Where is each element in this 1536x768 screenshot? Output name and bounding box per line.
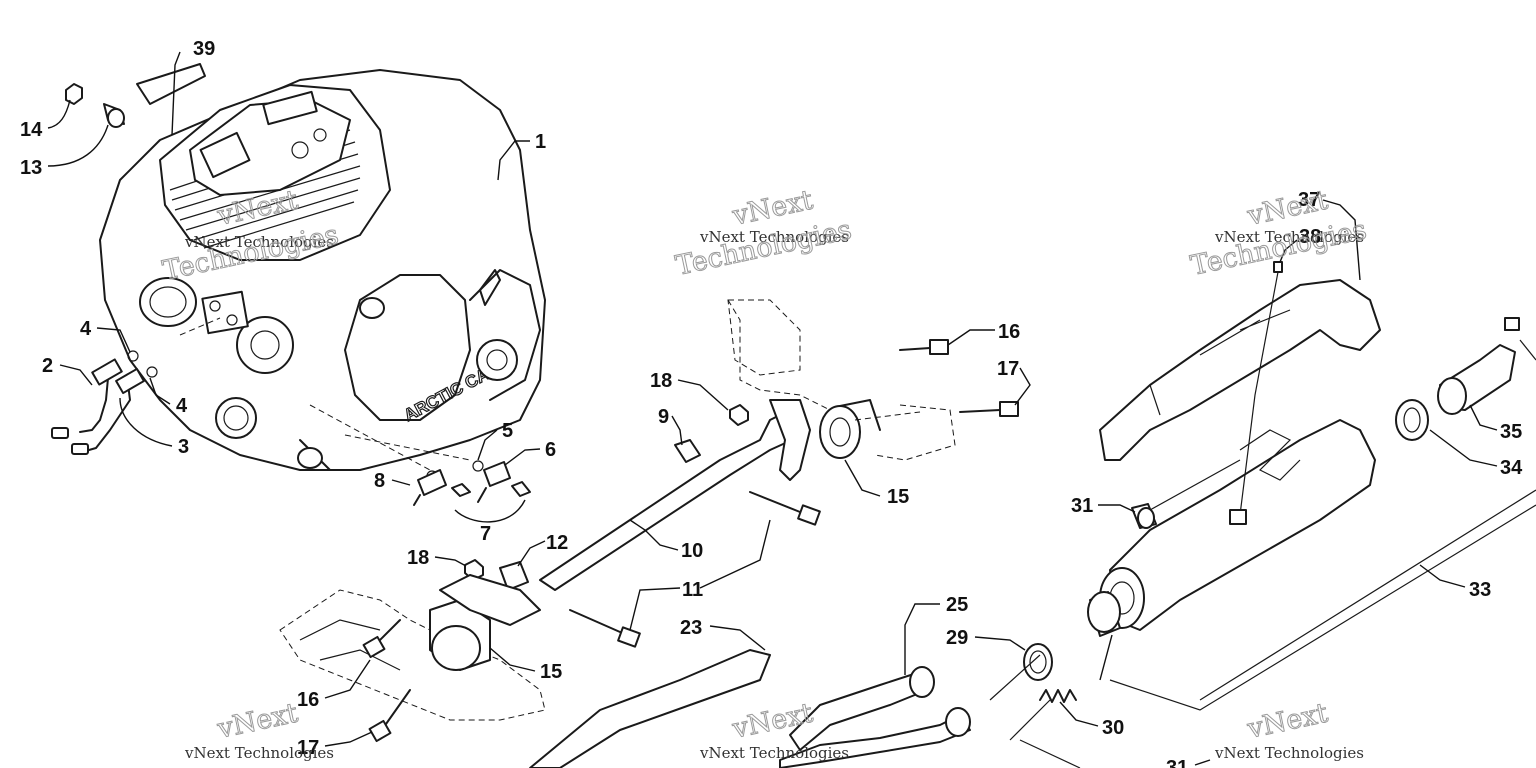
- callout-17: 17: [297, 737, 319, 759]
- callout-34: 34: [1500, 457, 1523, 479]
- exhaust-bracket: [464, 299, 1019, 648]
- svg-text:vNext: vNext: [214, 698, 301, 745]
- callout-37: 37: [1298, 189, 1320, 211]
- watermark-center: vNext vNext Technologies Technologies: [673, 184, 855, 282]
- heat-shield-plate-lower: [279, 574, 546, 743]
- callout-1: 1: [535, 131, 546, 153]
- callout-14: 14: [20, 119, 43, 141]
- svg-text:vNext Technologies: vNext Technologies: [1214, 744, 1364, 762]
- callout-30: 30: [1102, 717, 1124, 739]
- callout-5: 5: [502, 420, 513, 442]
- muffler-assembly: [1087, 261, 1536, 711]
- callout-10: 10: [681, 540, 703, 562]
- callout-15: 15: [540, 661, 562, 683]
- callout-29: 29: [946, 627, 968, 649]
- callout-35: 35: [1500, 421, 1522, 443]
- callout-39: 39: [193, 38, 215, 60]
- callout-31: 31: [1071, 495, 1093, 517]
- svg-text:vNext Technologies: vNext Technologies: [699, 228, 849, 246]
- callout-16: 16: [998, 321, 1020, 343]
- callout-6: 6: [545, 439, 556, 461]
- callout-15: 15: [887, 486, 909, 508]
- callout-numbers: 39 14 13 1 4 2 4 3 5 6 8 7 18 9 16 17 15…: [20, 38, 1523, 768]
- callout-8: 8: [374, 470, 385, 492]
- callout-16: 16: [297, 689, 319, 711]
- callout-4: 4: [176, 395, 188, 417]
- callout-12: 12: [546, 532, 568, 554]
- svg-text:vNext Technologies: vNext Technologies: [184, 233, 334, 251]
- svg-text:vNext Technologies: vNext Technologies: [184, 744, 334, 762]
- callout-33: 33: [1469, 579, 1491, 601]
- callout-23: 23: [680, 617, 702, 639]
- callout-7: 7: [480, 523, 491, 545]
- callout-3: 3: [178, 436, 189, 458]
- small-parts-engine: [51, 63, 531, 506]
- callout-13: 13: [20, 157, 42, 179]
- callout-17: 17: [997, 358, 1019, 380]
- watermark-bottom-right: vNext vNext Technologies: [1214, 697, 1364, 762]
- svg-text:vNext: vNext: [1244, 698, 1331, 745]
- leader-lines: [47, 51, 1498, 766]
- callout-11: 11: [682, 579, 703, 601]
- callout-38: 38: [1299, 226, 1321, 248]
- callout-4: 4: [80, 318, 92, 340]
- callout-31: 31: [1166, 757, 1188, 768]
- callout-2: 2: [42, 355, 53, 377]
- callout-18: 18: [407, 547, 429, 569]
- exhaust-pipes: [529, 643, 1081, 768]
- svg-text:vNext Technologies: vNext Technologies: [699, 744, 849, 762]
- callout-9: 9: [658, 406, 669, 428]
- callout-18: 18: [650, 370, 672, 392]
- engine-assembly: ARCTIC CAT: [99, 69, 546, 471]
- callout-25: 25: [946, 594, 968, 616]
- svg-text:vNext Technologies: vNext Technologies: [1214, 228, 1364, 246]
